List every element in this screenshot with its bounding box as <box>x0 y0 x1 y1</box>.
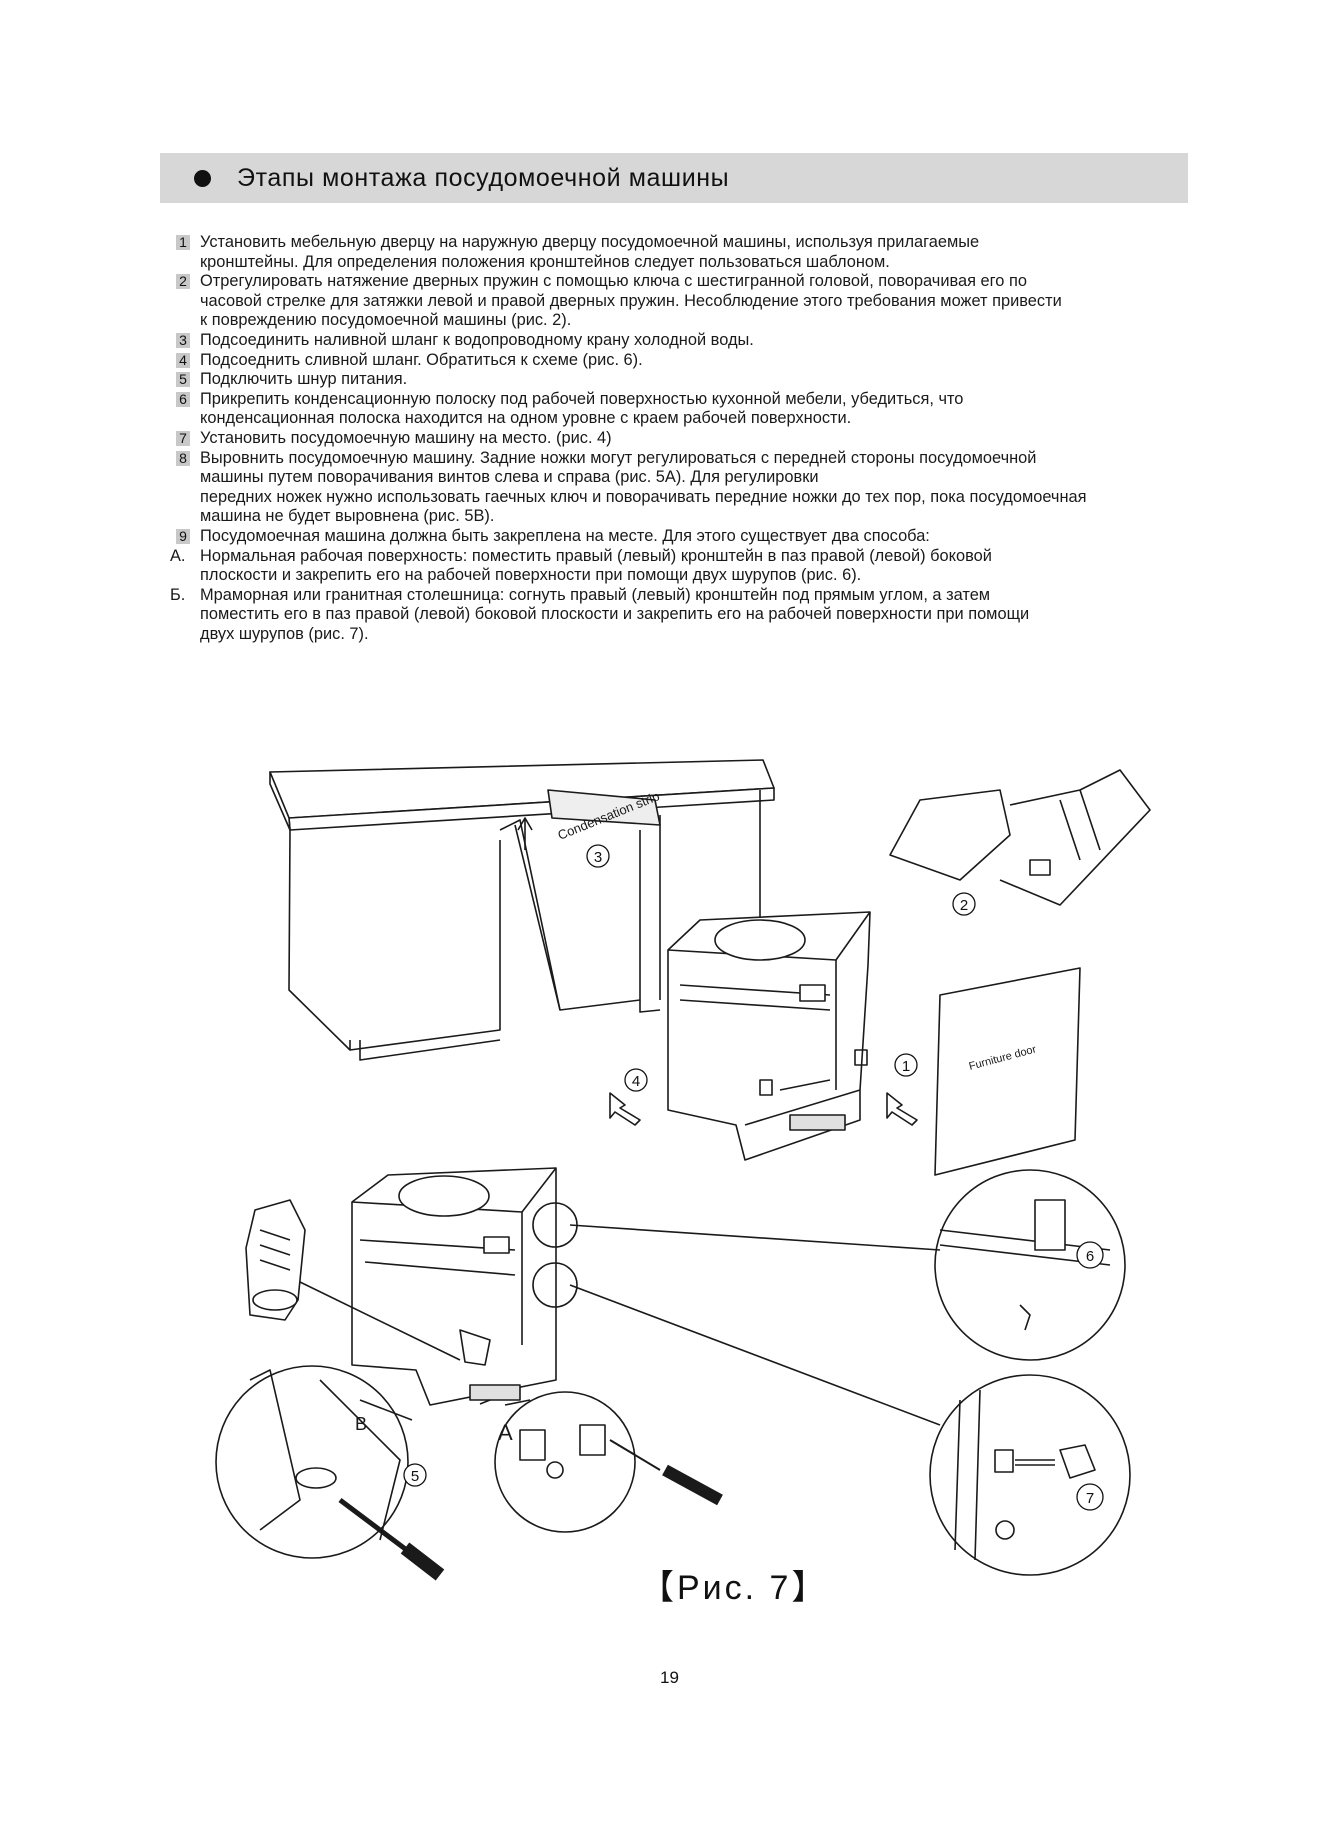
step-number: 5 <box>176 372 190 388</box>
callout-1: 1 <box>894 1053 918 1077</box>
detail-b-label: B <box>355 1414 367 1434</box>
step-line: машина не будет выровнена (рис. 5В). <box>200 507 495 526</box>
step-number: 8 <box>176 450 190 466</box>
step-line: Установить посудомоечную машину на место… <box>200 428 612 447</box>
step-number: 7 <box>176 430 190 446</box>
step-number: 9 <box>176 528 190 544</box>
svg-text:5: 5 <box>411 1468 419 1485</box>
section-title: Этапы монтажа посудомоечной машины <box>237 163 730 192</box>
step-4: 4 Подсоеднить сливной шланг. Обратиться … <box>176 351 1196 371</box>
step-9: 9 Посудомоечная машина должна быть закре… <box>176 527 1196 547</box>
dishwasher-top <box>667 911 871 1161</box>
svg-text:4: 4 <box>632 1073 640 1090</box>
svg-text:1: 1 <box>902 1058 910 1075</box>
step-2: 2 Отрегулировать натяжение дверных пружи… <box>176 272 1196 331</box>
detail-a-circle <box>479 1391 723 1533</box>
option-letter: А. <box>170 546 186 565</box>
step-number: 3 <box>176 332 190 348</box>
condensation-strip-label: Condensation strip <box>556 788 662 843</box>
furniture-door-label: Furniture door <box>968 1043 1038 1073</box>
callout-7: 7 <box>1076 1483 1104 1511</box>
step-3: 3 Подсоединить наливной шланг к водопров… <box>176 331 1196 351</box>
step-5: 5 Подключить шнур питания. <box>176 370 1196 390</box>
step-line: плоскости и закрепить его на рабочей пов… <box>200 566 862 585</box>
bullet-icon <box>194 169 211 187</box>
condensation-strip <box>517 789 661 850</box>
step-1: 1 Установить мебельную дверцу на наружну… <box>176 233 1196 272</box>
callout-4: 4 <box>624 1068 648 1092</box>
step-line: Выровнить посудомоечную машину. Задние н… <box>200 448 1037 467</box>
step-line: Подсоеднить сливной шланг. Обратиться к … <box>200 350 643 369</box>
page-number: 19 <box>660 1668 679 1687</box>
detail-b-circle <box>215 1365 445 1581</box>
step-6: 6 Прикрепить конденсационную полоску под… <box>176 390 1196 429</box>
detail-a-label: A <box>498 1420 513 1445</box>
step-line: Прикрепить конденсационную полоску под р… <box>200 389 964 408</box>
bracket-detail-6 <box>532 1169 1126 1361</box>
step-7: 7 Установить посудомоечную машину на мес… <box>176 429 1196 449</box>
option-b: Б. Мраморная или гранитная столешница: с… <box>170 585 1196 645</box>
figure-caption: 【Рис. 7】 <box>640 1569 829 1607</box>
step-line: Установить мебельную дверцу на наружную … <box>200 233 980 251</box>
callout-5: 5 <box>403 1463 427 1487</box>
step-number: 6 <box>176 391 190 407</box>
arrow-icon <box>609 1092 918 1126</box>
bracket-detail-7 <box>532 1262 1131 1576</box>
option-a: А. Нормальная рабочая поверхность: помес… <box>170 546 1196 586</box>
step-line: Нормальная рабочая поверхность: поместит… <box>200 546 992 565</box>
svg-text:3: 3 <box>594 849 602 866</box>
step-line: часовой стрелке для затяжки левой и прав… <box>200 291 1062 310</box>
section-header: Этапы монтажа посудомоечной машины <box>160 153 1188 203</box>
step-line: передних ножек нужно использовать гаечны… <box>200 487 1087 506</box>
step-line: Подсоединить наливной шланг к водопровод… <box>200 330 754 349</box>
callout-3: 3 <box>586 844 610 868</box>
svg-text:6: 6 <box>1086 1248 1094 1265</box>
svg-text:2: 2 <box>960 897 968 914</box>
step-line: Отрегулировать натяжение дверных пружин … <box>200 272 1027 291</box>
door-spring-detail <box>889 769 1151 906</box>
step-line: машины путем поворачивания винтов слева … <box>200 468 819 487</box>
step-number: 1 <box>176 235 190 250</box>
step-number: 2 <box>176 274 190 290</box>
step-line: двух шурупов (рис. 7). <box>200 624 369 643</box>
furniture-door <box>934 967 1081 1176</box>
step-line: конденсационная полоска находится на одн… <box>200 409 852 428</box>
step-8: 8 Выровнить посудомоечную машину. Задние… <box>176 449 1196 527</box>
leg-detail <box>245 1199 461 1361</box>
step-line: к повреждению посудомоечной машины (рис.… <box>200 311 572 330</box>
step-line: Подключить шнур питания. <box>200 370 408 389</box>
step-line: Посудомоечная машина должна быть закрепл… <box>200 526 930 545</box>
option-letter: Б. <box>170 585 186 604</box>
step-number: 4 <box>176 352 190 368</box>
step-line: Мраморная или гранитная столешница: согн… <box>200 585 991 604</box>
callout-6: 6 <box>1076 1241 1104 1269</box>
step-line: поместить его в паз правой (левой) боков… <box>200 605 1030 624</box>
svg-text:7: 7 <box>1086 1490 1094 1507</box>
instruction-list: 1 Установить мебельную дверцу на наружну… <box>170 233 1196 645</box>
dishwasher-bottom <box>351 1167 557 1406</box>
step-line: кронштейны. Для определения положения кр… <box>200 252 890 271</box>
callout-2: 2 <box>952 892 976 916</box>
kitchen-cabinet <box>269 759 775 1061</box>
